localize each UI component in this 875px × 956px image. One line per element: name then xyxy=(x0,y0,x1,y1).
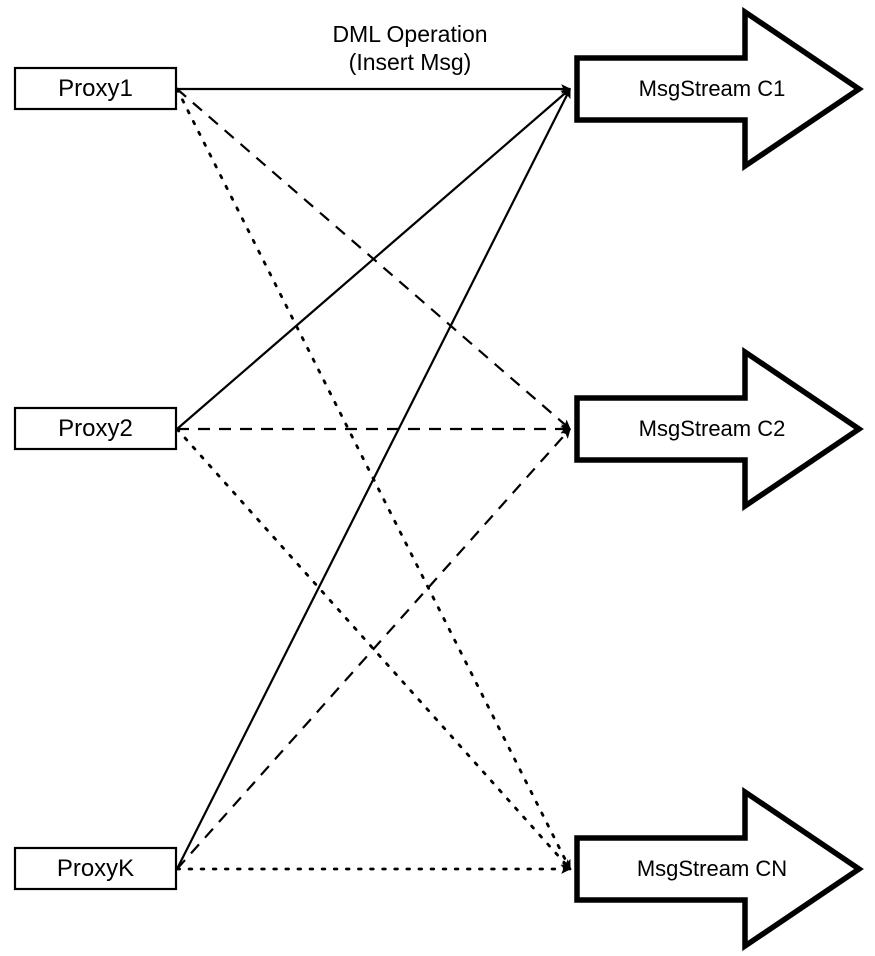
proxy-box-proxyK xyxy=(13,846,178,891)
msgstream-label-c1: MsgStream C1 xyxy=(639,76,786,101)
edge-proxy2-to-cn xyxy=(175,427,572,871)
proxy-label-proxy2: Proxy2 xyxy=(58,415,133,442)
edge-proxyK-to-c1 xyxy=(176,87,571,870)
edge-proxy2-to-c1 xyxy=(176,88,571,430)
msgstream-arrow-shape-c1 xyxy=(574,6,864,172)
proxy-node-proxyK[interactable]: ProxyK xyxy=(13,846,178,891)
proxy-label-proxy1: Proxy1 xyxy=(58,75,133,102)
edges-layer xyxy=(175,84,572,874)
msgstream-node-cn[interactable]: MsgStream CN xyxy=(574,786,864,952)
msgstream-arrow-shape-c2 xyxy=(574,346,864,512)
flow-caption-line-2: (Insert Msg) xyxy=(349,49,472,75)
msgstream-arrow-shape-cn xyxy=(574,786,864,952)
flow-caption-line-1: DML Operation xyxy=(332,21,487,47)
msgstream-node-c2[interactable]: MsgStream C2 xyxy=(574,346,864,512)
msgstream-label-cn: MsgStream CN xyxy=(637,856,787,881)
proxy-box-proxy1 xyxy=(13,66,178,111)
proxy-box-proxy2 xyxy=(13,406,178,451)
msgstream-node-c1[interactable]: MsgStream C1 xyxy=(574,6,864,172)
edge-proxyK-to-c2 xyxy=(176,428,571,870)
msgstream-label-c2: MsgStream C2 xyxy=(639,416,786,441)
proxy-node-proxy1[interactable]: Proxy1 xyxy=(13,66,178,111)
stream-nodes-layer: MsgStream C1 MsgStream C2 MsgStream CN xyxy=(574,6,864,952)
proxy-label-proxyK: ProxyK xyxy=(57,855,134,882)
proxy-node-proxy2[interactable]: Proxy2 xyxy=(13,406,178,451)
